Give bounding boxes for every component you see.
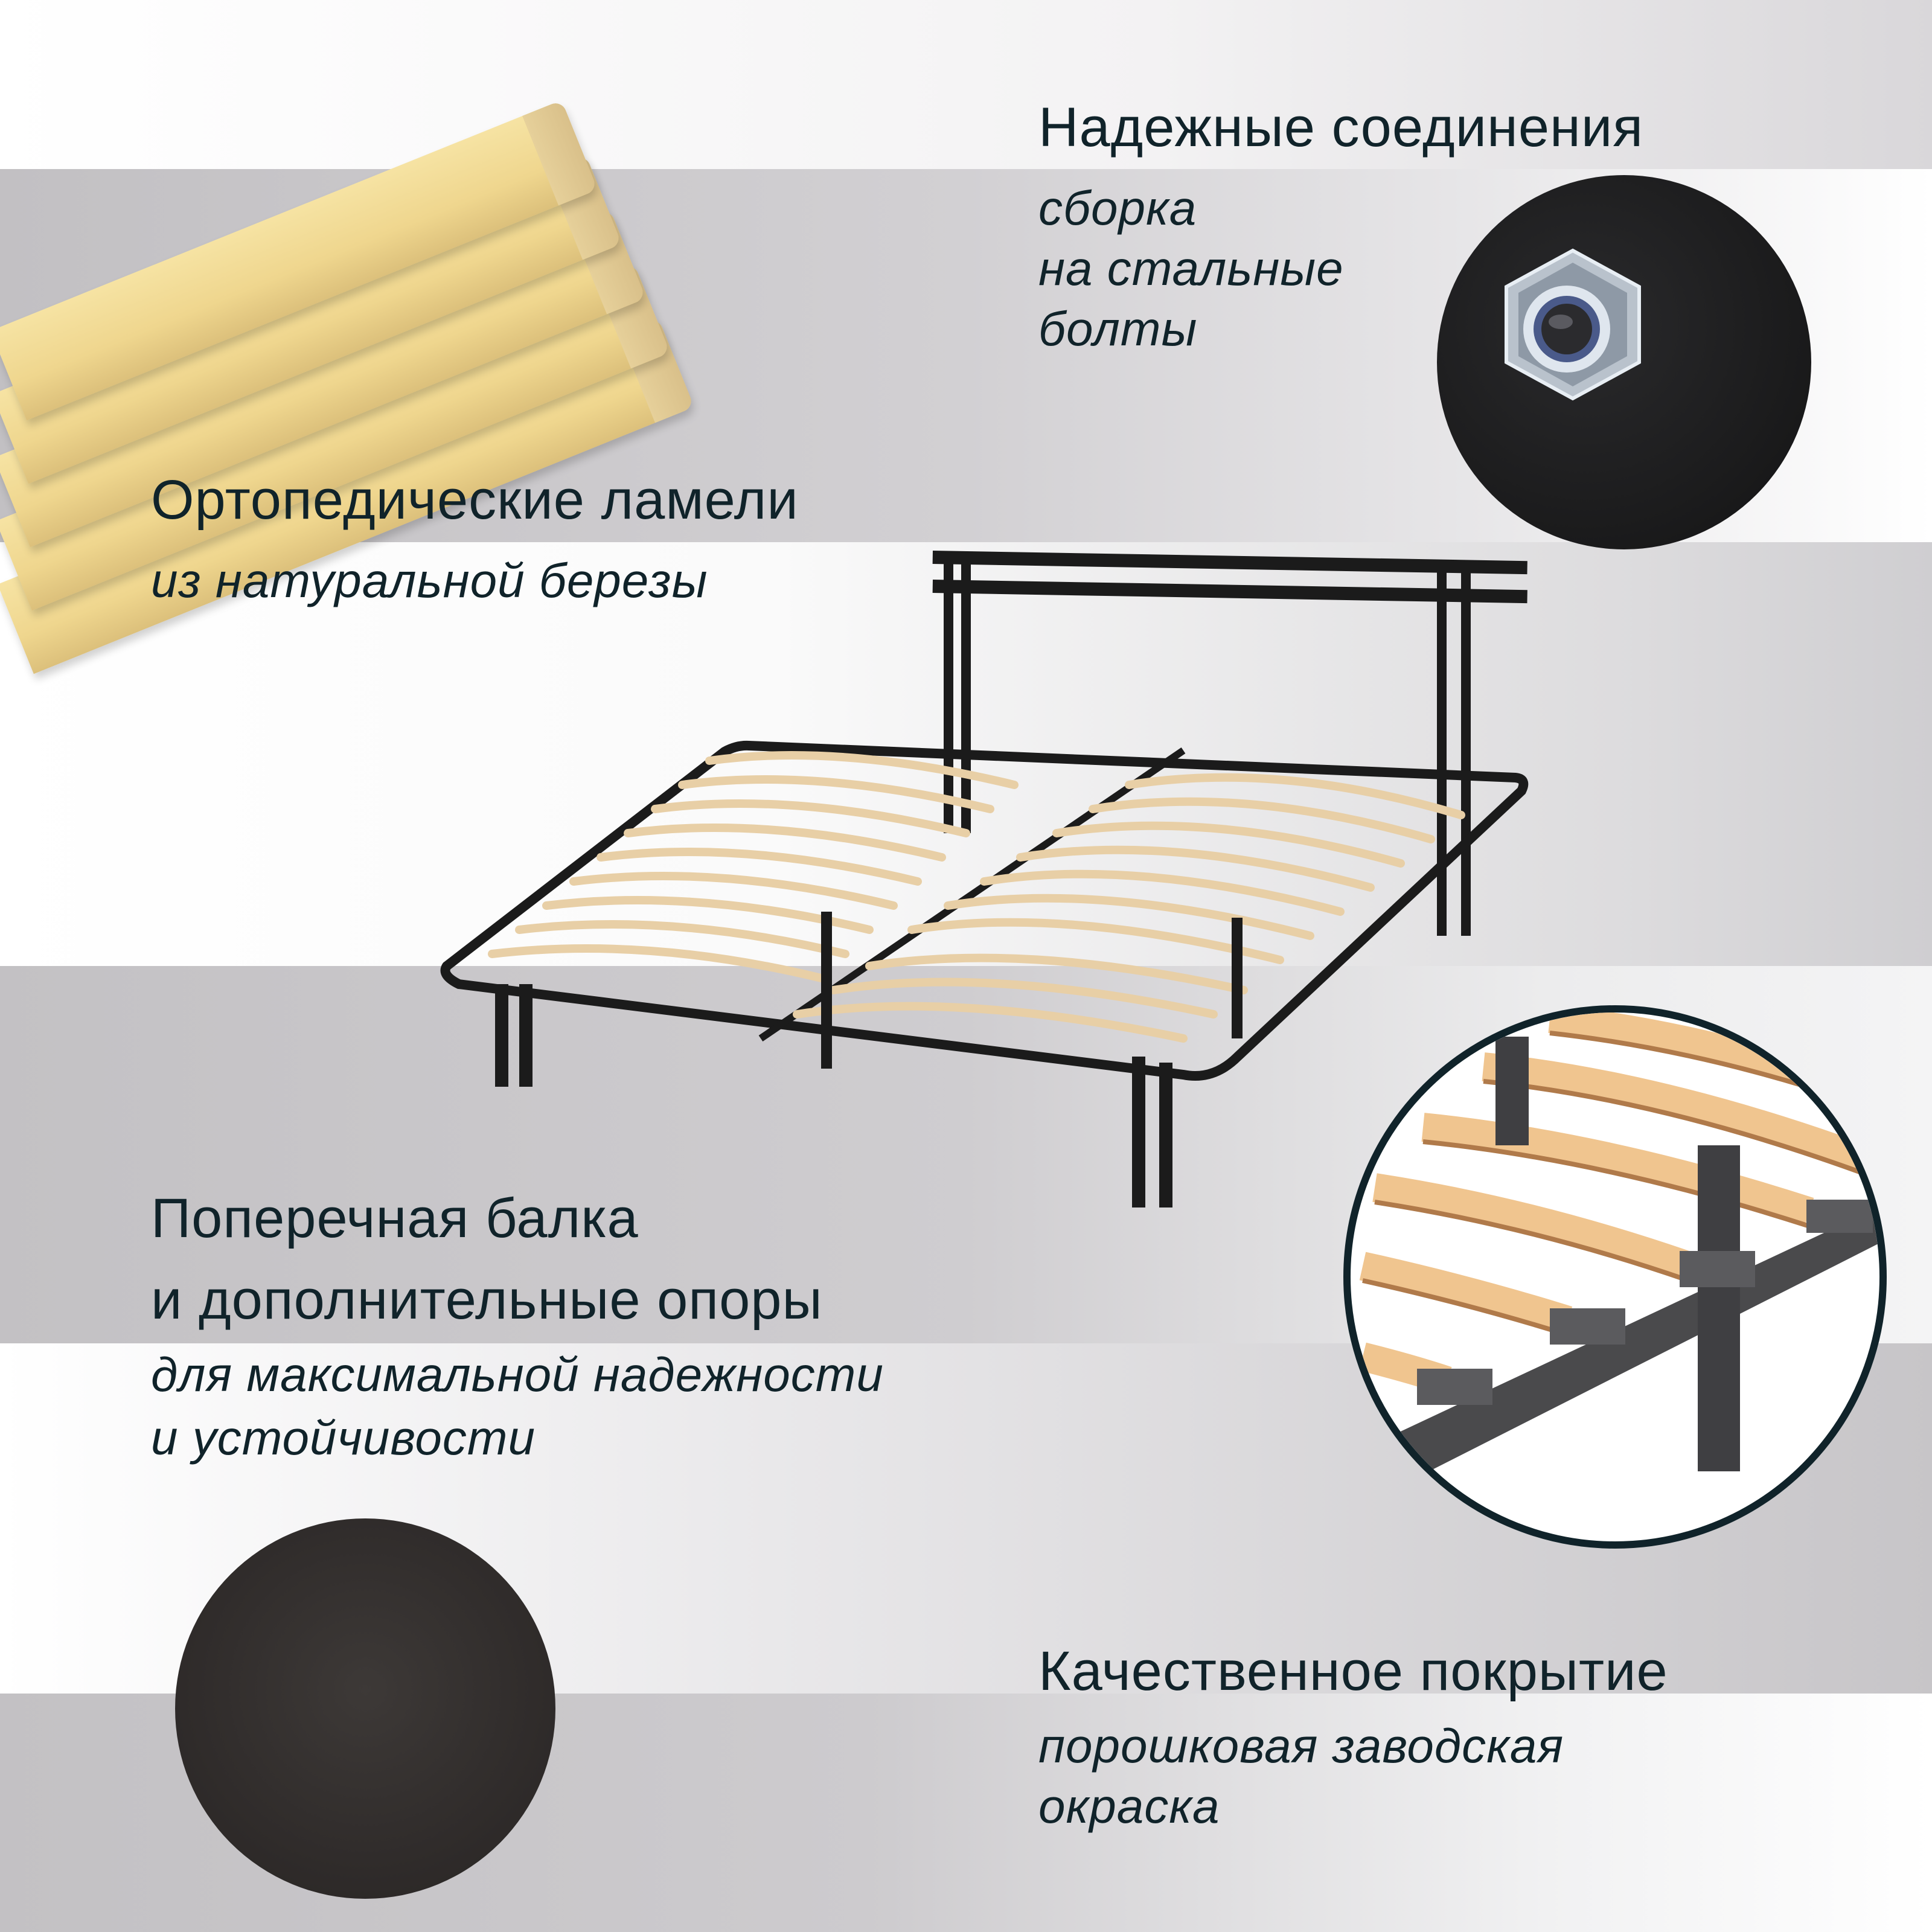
feature-subtitle-coating-line2: окраска — [1038, 1779, 1220, 1833]
feature-subtitle-connections-line3: болты — [1038, 302, 1198, 356]
slat-holder-illustration — [1359, 1012, 1879, 1477]
feature-title-connections: Надежные соединения — [1038, 97, 1644, 158]
feature-title-crossbeam-line2: и дополнительные опоры — [151, 1269, 823, 1331]
bolt-closeup-image — [1437, 175, 1811, 549]
coating-swatch-image — [175, 1518, 555, 1899]
feature-subtitle-slats: из натуральной березы — [151, 554, 708, 607]
feature-title-coating: Качественное покрытие — [1038, 1640, 1668, 1702]
feature-subtitle-connections-line2: на стальные — [1038, 242, 1344, 295]
feature-subtitle-connections-line1: сборка — [1038, 181, 1197, 235]
wood-slats-image — [0, 0, 694, 674]
feature-title-slats: Ортопедические ламели — [151, 469, 799, 531]
feature-subtitle-crossbeam-line1: для максимальной надежности — [151, 1348, 884, 1401]
feature-title-crossbeam-line1: Поперечная балка — [151, 1188, 639, 1249]
feature-subtitle-coating-line1: порошковая заводская — [1038, 1719, 1564, 1773]
slat-holder-closeup-image — [1343, 1005, 1887, 1549]
bed-frame-image — [440, 551, 1529, 1208]
background-band-1 — [0, 0, 1932, 169]
feature-subtitle-crossbeam-line2: и устойчивости — [151, 1411, 536, 1465]
hex-nut-icon — [1505, 248, 1641, 401]
